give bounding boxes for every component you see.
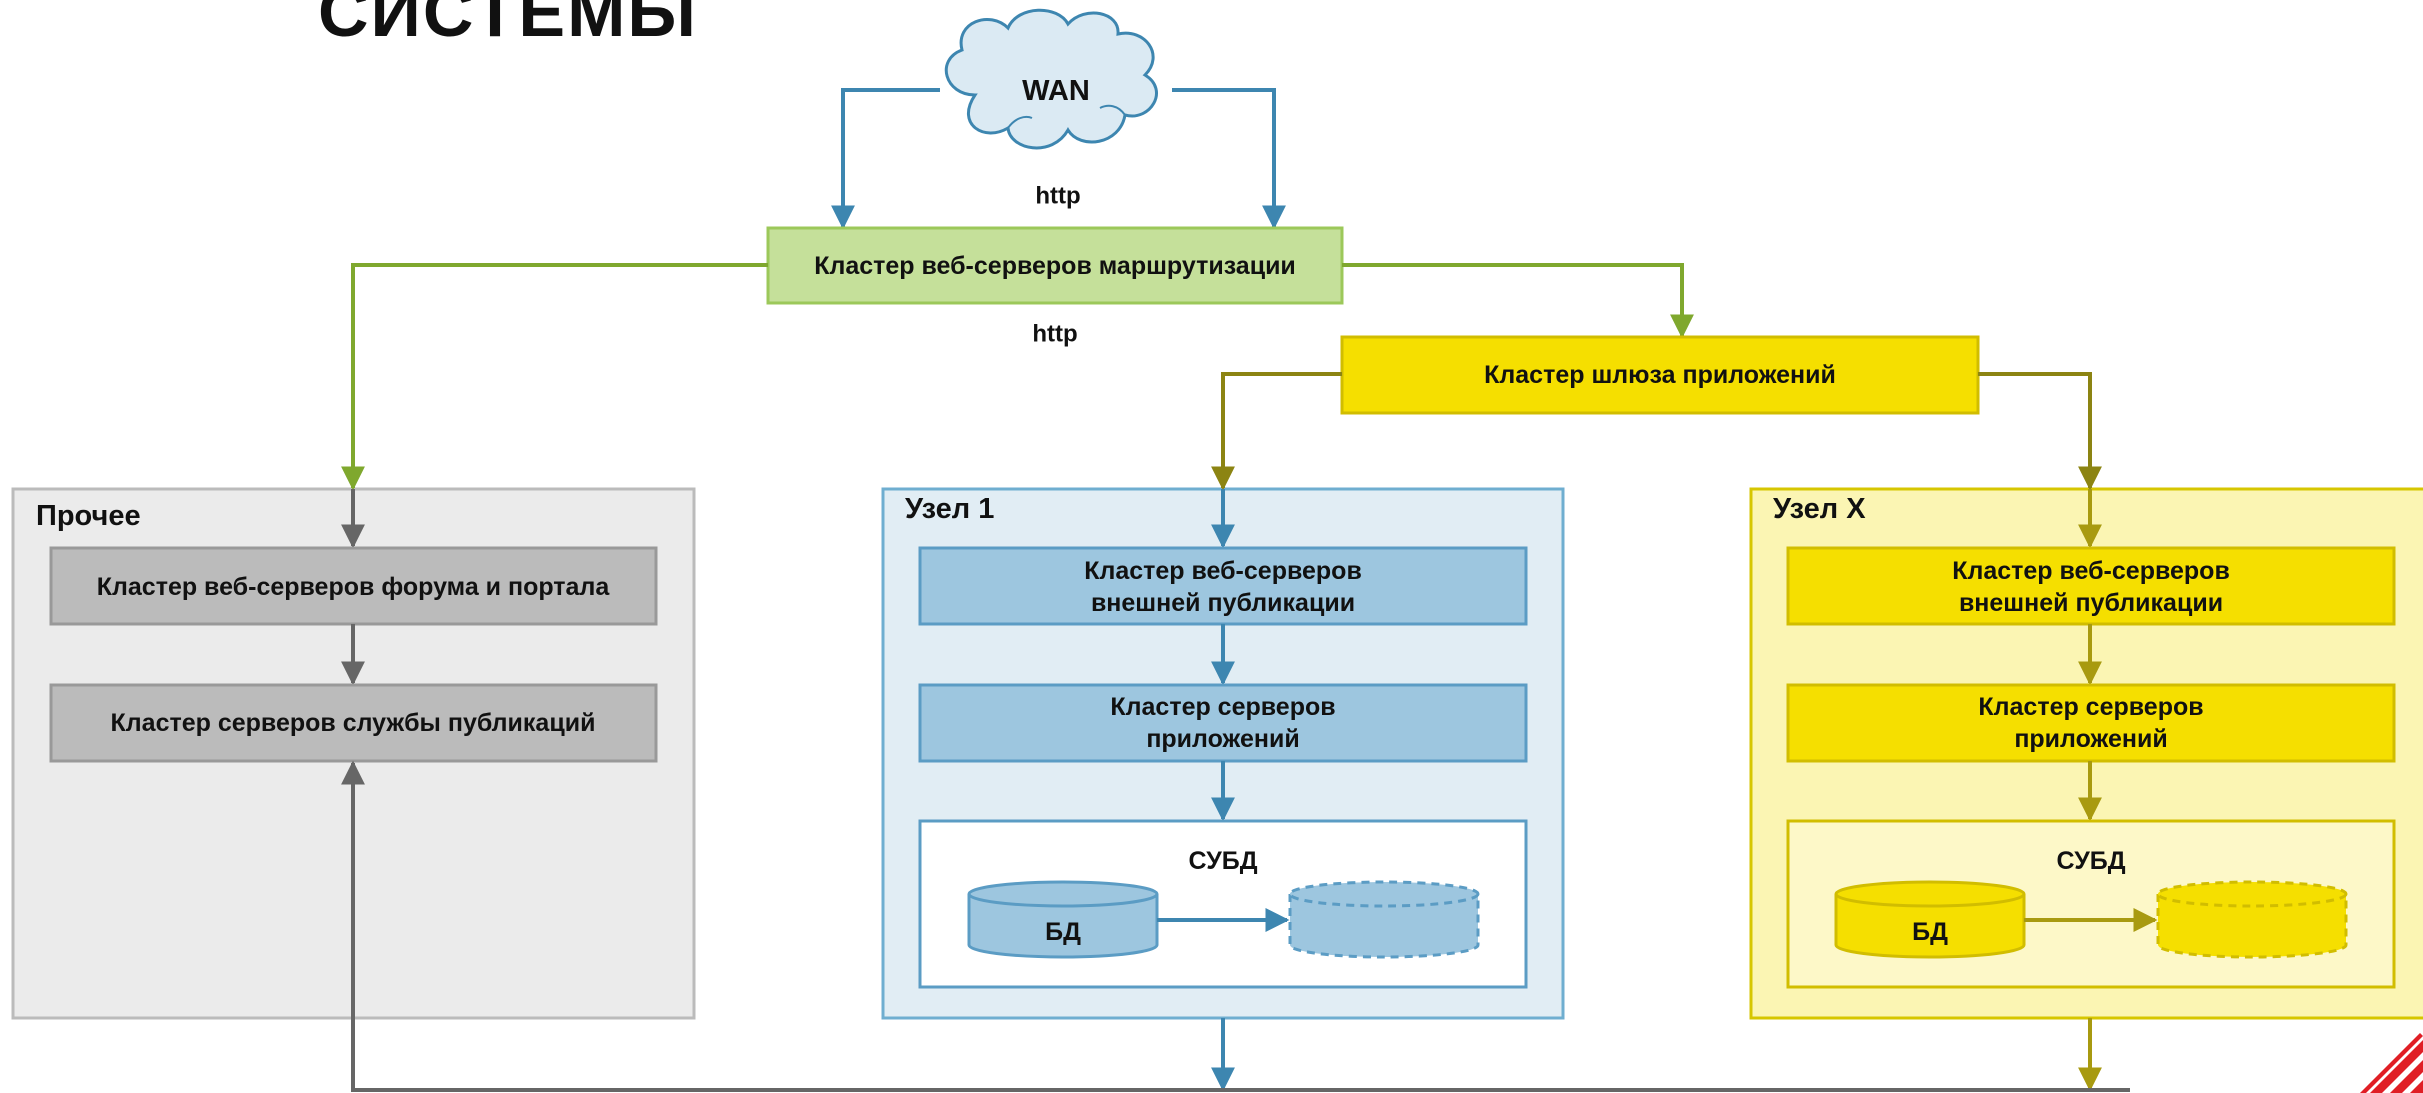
node1-replica-db-icon <box>1288 880 1480 959</box>
node1-db-label: БД <box>1045 918 1081 946</box>
node1-db-cylinder-icon <box>967 880 1159 959</box>
nodeX-app-line2: приложений <box>2014 725 2167 753</box>
nodeX-db-label: БД <box>1912 918 1948 946</box>
nodeX-app-cluster-box <box>1786 683 2396 763</box>
routing-to-other-arrow <box>341 263 768 491</box>
slide-title-fragment: СИСТЕМЫ <box>318 0 698 51</box>
node1-web-line2: внешней публикации <box>1091 589 1355 617</box>
node1-app-cluster-box <box>918 683 1528 763</box>
publication-service-label: Кластер серверов службы публикаций <box>111 709 596 737</box>
node1-app-line1: Кластер серверов <box>1110 693 1335 721</box>
wan-label: WAN <box>1022 75 1090 107</box>
wan-to-routing-left-arrow <box>831 88 940 230</box>
nodeX-title: Узел X <box>1773 493 1866 525</box>
node1-app-line2: приложений <box>1146 725 1299 753</box>
other-title: Прочее <box>36 500 141 532</box>
node1-web-line1: Кластер веб-серверов <box>1084 557 1362 585</box>
nodeX-dbms-label: СУБД <box>2056 847 2125 875</box>
routing-cluster-box <box>766 226 1344 305</box>
routing-cluster-label: Кластер веб-серверов маршрутизации <box>814 252 1296 280</box>
gateway-cluster-box <box>1340 335 1980 415</box>
gateway-cluster-label: Кластер шлюза приложений <box>1484 361 1836 389</box>
node1-title: Узел 1 <box>905 493 994 525</box>
nodeX-web-line1: Кластер веб-серверов <box>1952 557 2230 585</box>
http-label-top: http <box>1035 183 1080 210</box>
nodeX-app-line1: Кластер серверов <box>1978 693 2203 721</box>
gateway-to-nodeX-arrow <box>1978 372 2102 491</box>
gateway-to-node1-arrow <box>1211 372 1342 491</box>
nodeX-web-line2: внешней публикации <box>1959 589 2223 617</box>
routing-to-gateway-arrow <box>1342 263 1694 339</box>
node1-dbms-label: СУБД <box>1188 847 1257 875</box>
wan-to-routing-right-arrow <box>1172 88 1286 230</box>
publication-service-box <box>49 683 658 763</box>
nodeX-web-cluster-box <box>1786 546 2396 626</box>
forum-cluster-label: Кластер веб-серверов форума и портала <box>97 573 611 601</box>
logo-stripes-icon <box>2360 1033 2423 1093</box>
http-label-bottom: http <box>1032 321 1077 348</box>
forum-cluster-box <box>49 546 658 626</box>
nodeX-replica-db-icon <box>2156 880 2348 959</box>
feedback-to-publication-arrow <box>341 760 2130 1092</box>
nodeX-db-cylinder-icon <box>1834 880 2026 959</box>
wan-cloud-icon <box>944 8 1158 150</box>
